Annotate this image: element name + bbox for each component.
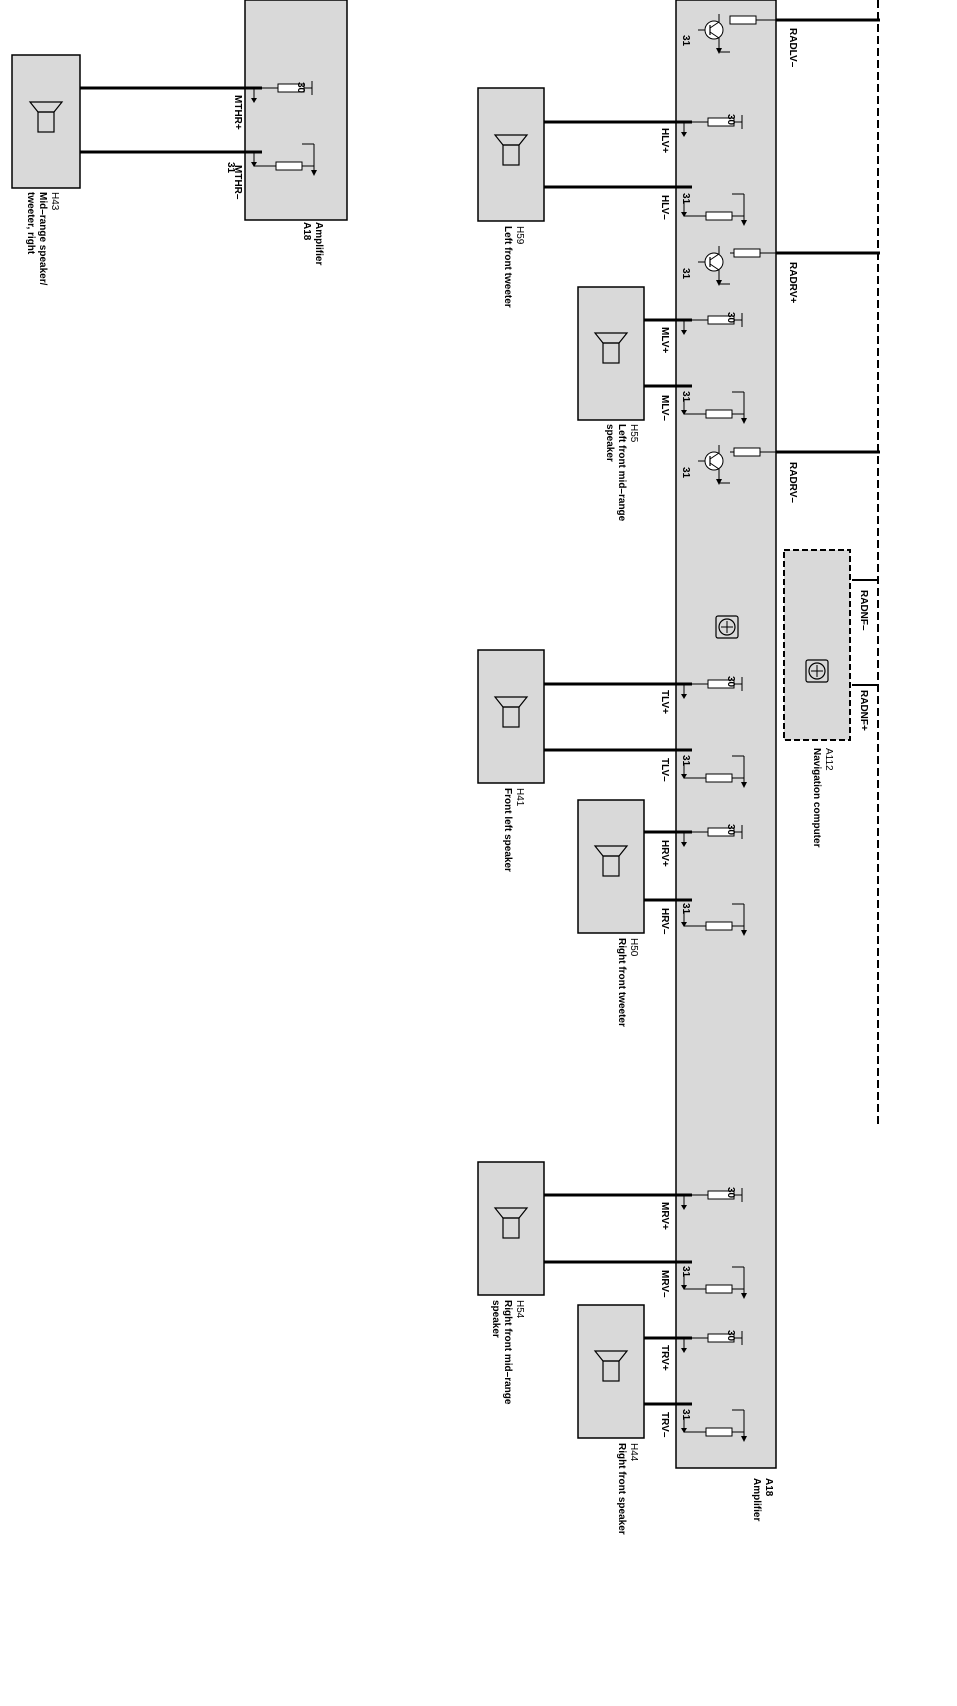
speaker-h43-name-line1: Mid–range speaker/ (37, 192, 48, 286)
amplifier-small: 30 31 (225, 0, 348, 221)
terminal-31-label: 31 (680, 467, 691, 479)
speaker-h55-name-line1: Left front mid–range (616, 424, 627, 522)
terminal-31-label: 31 (680, 391, 691, 403)
speaker-h59 (477, 87, 692, 222)
terminal-30-label: 30 (295, 82, 306, 94)
speaker-h41-name: Front left speaker (502, 788, 513, 872)
speaker-h44 (577, 1304, 692, 1439)
pin-tlv-minus: TLV– (659, 758, 670, 782)
pin-hrv-plus: HRV+ (659, 840, 670, 867)
terminal-30-label: 30 (725, 1187, 736, 1199)
external-bus (776, 0, 880, 1125)
terminal-31-label: 31 (680, 1266, 691, 1278)
terminal-31-label: 31 (680, 755, 691, 767)
speaker-h50-id: H50 (628, 938, 639, 957)
amplifier-main (675, 0, 777, 1469)
terminal-30-label: 30 (725, 824, 736, 836)
terminal-31-label: 31 (680, 193, 691, 205)
speaker-h43-id: H43 (49, 192, 60, 211)
speaker-h43-name-line2: tweeter, right (25, 192, 36, 255)
pin-radnf-minus: RADNF– (858, 590, 869, 631)
pin-hrv-minus: HRV– (659, 908, 670, 935)
terminal-31-label: 31 (680, 903, 691, 915)
amplifier-small-name: Amplifier (313, 222, 324, 265)
pin-mlv-minus: MLV– (659, 395, 670, 421)
pin-radnf-plus: RADNF+ (858, 690, 869, 731)
pin-hlv-minus: HLV– (659, 195, 670, 220)
speaker-h44-id: H44 (628, 1443, 639, 1462)
terminal-30-label: 30 (725, 114, 736, 126)
terminal-30-label: 30 (725, 676, 736, 688)
pin-radlv-minus: RADLV– (787, 28, 798, 68)
terminal-31-label: 31 (680, 268, 691, 280)
brand-logo-icon (805, 659, 829, 683)
speaker-h59-name: Left front tweeter (502, 226, 513, 308)
pin-trv-plus: TRV+ (659, 1345, 670, 1371)
terminal-30-label: 30 (725, 312, 736, 324)
amplifier-main-id: A18 (763, 1478, 774, 1497)
speaker-h55 (577, 286, 692, 421)
speaker-h50 (577, 799, 692, 934)
terminal-31-label: 31 (680, 1409, 691, 1421)
speaker-h55-id: H55 (628, 424, 639, 443)
pin-radrv-minus: RADRV– (787, 462, 798, 503)
terminal-labels: 30 31 31 31 30 31 31 30 31 30 31 30 31 3… (680, 35, 736, 1421)
speaker-h59-id: H59 (514, 226, 525, 245)
speaker-h41-id: H41 (514, 788, 525, 807)
nav-computer-name: Navigation computer (811, 748, 822, 848)
pin-hlv-plus: HLV+ (659, 128, 670, 153)
pin-tlv-plus: TLV+ (659, 690, 670, 714)
speaker-h55-name-line2: speaker (604, 424, 615, 462)
pin-radrv-plus: RADRV+ (787, 262, 798, 303)
pin-mlv-plus: MLV+ (659, 327, 670, 353)
pin-mthr-minus: MTHR– (232, 165, 243, 200)
nav-computer-id: A112 (823, 748, 834, 771)
speaker-h54-name-line2: speaker (490, 1300, 501, 1338)
brand-logo-icon (715, 615, 739, 639)
terminal-31-label: 31 (225, 162, 236, 174)
speaker-h54 (477, 1161, 692, 1296)
speaker-h41 (477, 649, 692, 784)
pin-mrv-minus: MRV– (659, 1270, 670, 1298)
amplifier-small-id: A18 (301, 222, 312, 241)
pin-trv-minus: TRV– (659, 1412, 670, 1438)
speaker-h54-name-line1: Right front mid–range (502, 1300, 513, 1405)
amplifier-main-name: Amplifier (751, 1478, 762, 1521)
speaker-h43 (11, 54, 262, 189)
terminal-31-label: 31 (680, 35, 691, 47)
terminal-30-label: 30 (725, 1330, 736, 1342)
speaker-h54-id: H54 (514, 1300, 525, 1319)
pin-mthr-plus: MTHR+ (232, 95, 243, 130)
nav-computer (783, 549, 851, 741)
speaker-h50-name: Right front tweeter (616, 938, 627, 1027)
pin-mrv-plus: MRV+ (659, 1202, 670, 1230)
speaker-h44-name: Right front speaker (616, 1443, 627, 1535)
